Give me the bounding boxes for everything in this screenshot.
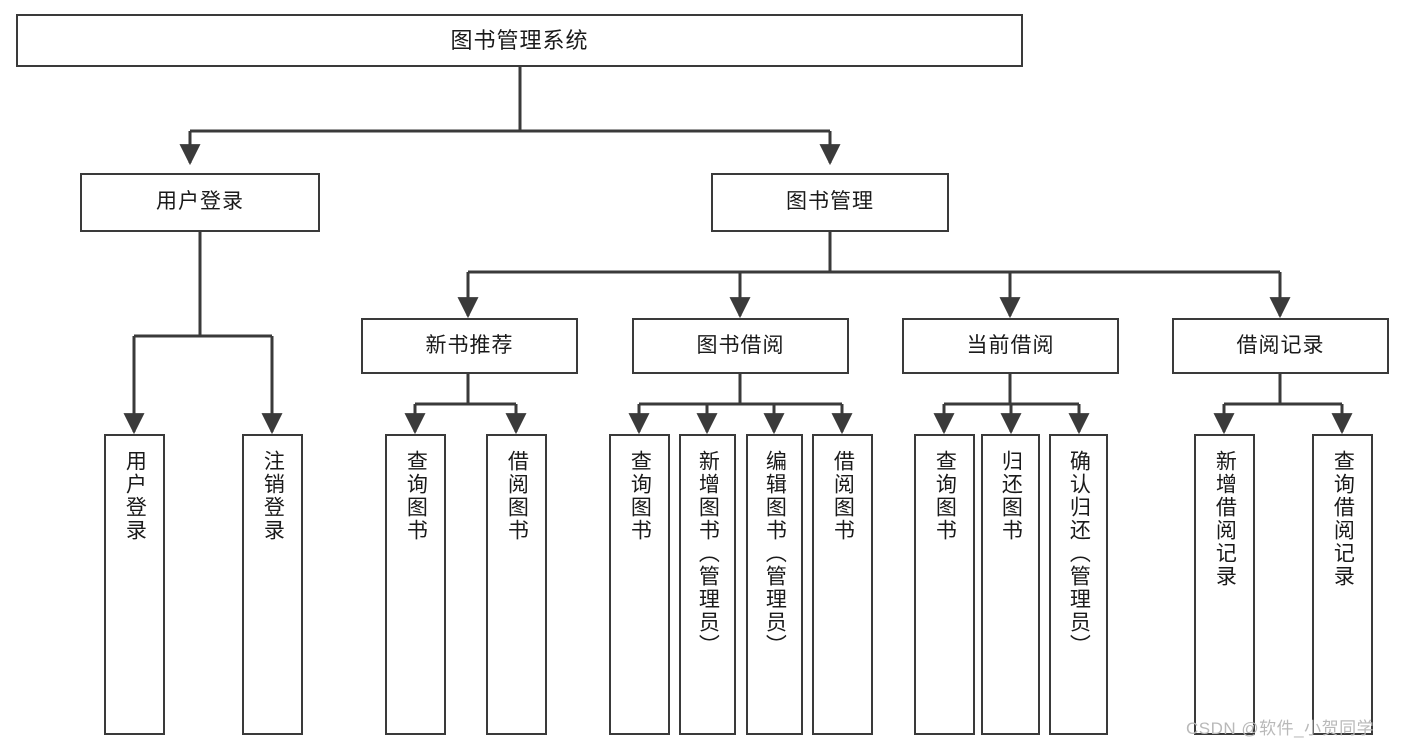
node-label: 新增借阅记录 [1213, 450, 1237, 588]
node-borrow-record[interactable]: 借阅记录 [1172, 318, 1389, 374]
node-label: 当前借阅 [966, 333, 1055, 357]
node-label: 用户登录 [123, 450, 147, 542]
node-root-system[interactable]: 图书管理系统 [16, 14, 1023, 67]
node-label: 借阅图书 [831, 450, 855, 542]
node-label: 归还图书 [999, 450, 1023, 542]
node-label: 查询图书 [933, 450, 957, 542]
node-label: 图书管理 [786, 190, 874, 214]
leaf-borrow-edit-book-admin[interactable]: 编辑图书（管理员） [746, 434, 803, 735]
node-user-login[interactable]: 用户登录 [80, 173, 320, 232]
leaf-user-login-login[interactable]: 用户登录 [104, 434, 165, 735]
leaf-borrow-borrow-book[interactable]: 借阅图书 [812, 434, 873, 735]
leaf-borrow-add-book-admin[interactable]: 新增图书（管理员） [679, 434, 736, 735]
node-label: 借阅图书 [505, 450, 529, 542]
node-label: 注销登录 [261, 450, 285, 542]
node-label: 图书管理系统 [450, 27, 589, 53]
leaf-borrow-query-book[interactable]: 查询图书 [609, 434, 670, 735]
leaf-current-query-book[interactable]: 查询图书 [914, 434, 975, 735]
leaf-record-add-record[interactable]: 新增借阅记录 [1194, 434, 1255, 735]
leaf-current-confirm-return-admin[interactable]: 确认归还（管理员） [1049, 434, 1108, 735]
node-label: 新书推荐 [425, 333, 514, 357]
leaf-recommend-borrow-book[interactable]: 借阅图书 [486, 434, 547, 735]
leaf-record-query-record[interactable]: 查询借阅记录 [1312, 434, 1373, 735]
node-label: 查询借阅记录 [1331, 450, 1355, 588]
node-label: 编辑图书（管理员） [763, 450, 787, 657]
node-label: 用户登录 [156, 190, 244, 214]
node-label: 确认归还（管理员） [1067, 450, 1091, 657]
node-label: 图书借阅 [696, 333, 785, 357]
leaf-recommend-query-book[interactable]: 查询图书 [385, 434, 446, 735]
leaf-user-login-logout[interactable]: 注销登录 [242, 434, 303, 735]
watermark-text: CSDN @软件_小贺同学 [1186, 719, 1375, 738]
node-book-borrow[interactable]: 图书借阅 [632, 318, 849, 374]
node-label: 查询图书 [404, 450, 428, 542]
node-label: 新增图书（管理员） [696, 450, 720, 657]
node-current-borrow[interactable]: 当前借阅 [902, 318, 1119, 374]
node-label: 借阅记录 [1236, 333, 1325, 357]
node-book-management[interactable]: 图书管理 [711, 173, 949, 232]
node-new-book-recommend[interactable]: 新书推荐 [361, 318, 578, 374]
node-label: 查询图书 [628, 450, 652, 542]
leaf-current-return-book[interactable]: 归还图书 [981, 434, 1040, 735]
